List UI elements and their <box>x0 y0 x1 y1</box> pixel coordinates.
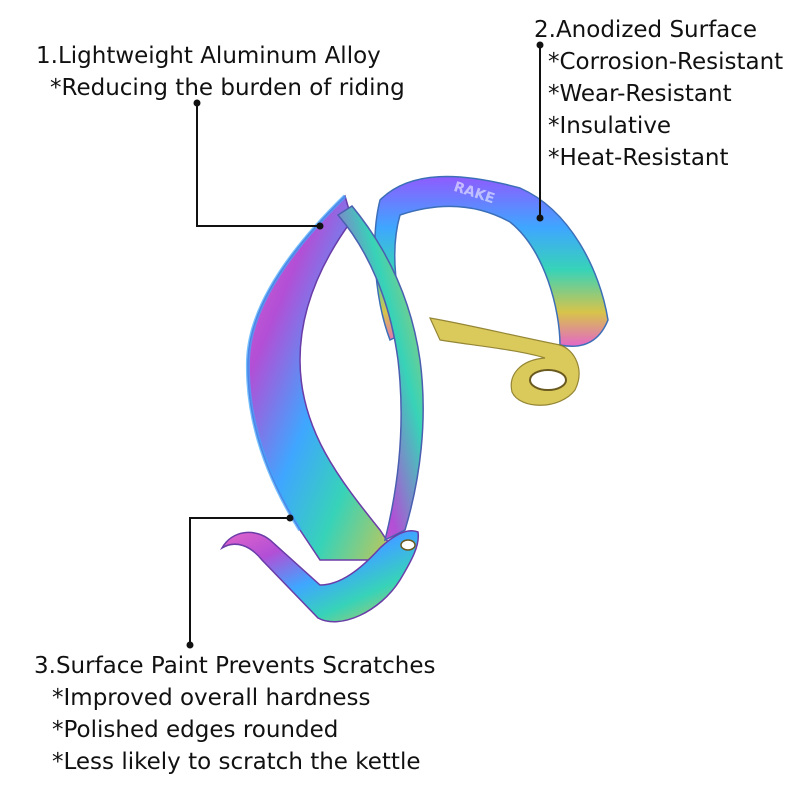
callout-2-point-3: *Insulative <box>548 113 672 139</box>
callout-3-heading: 3.Surface Paint Prevents Scratches <box>34 653 436 679</box>
leader-line-3 <box>186 514 294 649</box>
callout-2-point-2: *Wear-Resistant <box>548 81 732 107</box>
callout-surface-paint: 3.Surface Paint Prevents Scratches *Impr… <box>34 650 436 778</box>
leader-line-1 <box>193 99 324 230</box>
callout-2-heading: 2.Anodized Surface <box>534 17 758 43</box>
bottle-cage: RAKE <box>219 175 609 623</box>
cage-bottom-foot <box>219 530 420 623</box>
callout-anodized-surface: 2.Anodized Surface *Corrosion-Resistant … <box>534 14 783 174</box>
callout-1-point-1: *Reducing the burden of riding <box>50 75 405 101</box>
cage-left-edge <box>245 194 347 532</box>
callout-2-point-4: *Heat-Resistant <box>548 145 729 171</box>
callout-lightweight-aluminum: 1.Lightweight Aluminum Alloy *Reducing t… <box>36 40 405 104</box>
cage-inner-tab <box>428 317 580 406</box>
mount-hole-lower <box>400 539 416 551</box>
callout-3-point-3: *Less likely to scratch the kettle <box>52 749 421 775</box>
callout-3-point-1: *Improved overall hardness <box>52 685 371 711</box>
mount-hole-upper <box>529 369 567 391</box>
callout-2-point-1: *Corrosion-Resistant <box>548 49 784 75</box>
callout-3-point-2: *Polished edges rounded <box>52 717 339 743</box>
leader-line-2 <box>536 41 544 222</box>
cage-cross-strap <box>336 205 424 542</box>
callout-1-heading: 1.Lightweight Aluminum Alloy <box>36 43 381 69</box>
